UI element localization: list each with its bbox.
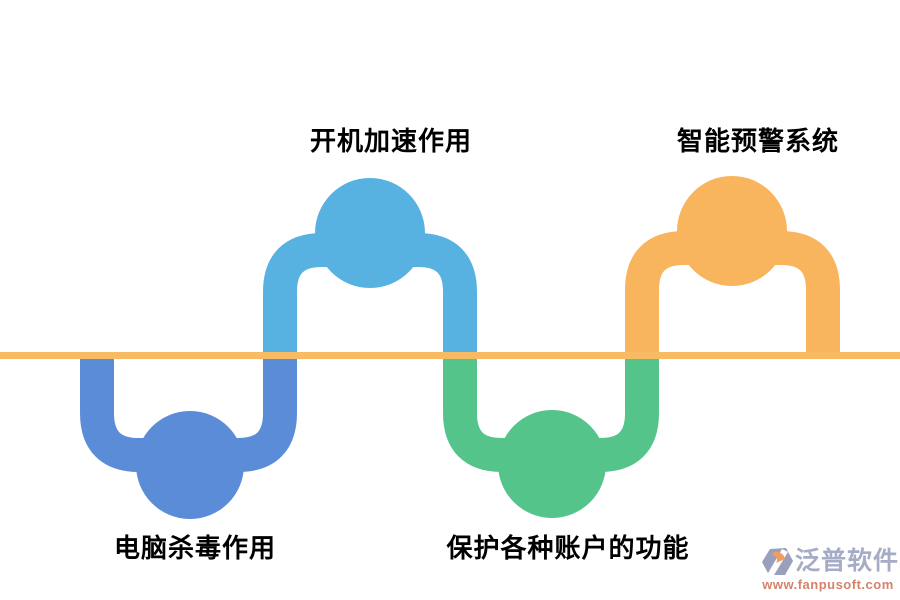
node-circle-account-protection [498,410,606,518]
node-circle-boot-acceleration [315,178,425,288]
node-label-account-protection: 保护各种账户的功能 [446,533,690,563]
node-label-antivirus: 电脑杀毒作用 [113,533,277,563]
watermark-url-text: www.fanpusoft.com [762,577,894,592]
node-circle-antivirus [136,411,244,519]
node-circle-smart-warning [677,176,787,286]
fanpu-logo-icon [762,548,793,575]
watermark: 泛普软件 www.fanpusoft.com [760,546,900,592]
timeline-baseline [0,352,900,359]
watermark-brand-text: 泛普软件 [795,547,900,576]
node-label-smart-warning: 智能预警系统 [676,126,840,156]
watermark-brand-row: 泛普软件 [760,546,900,578]
node-label-boot-acceleration: 开机加速作用 [309,126,473,156]
